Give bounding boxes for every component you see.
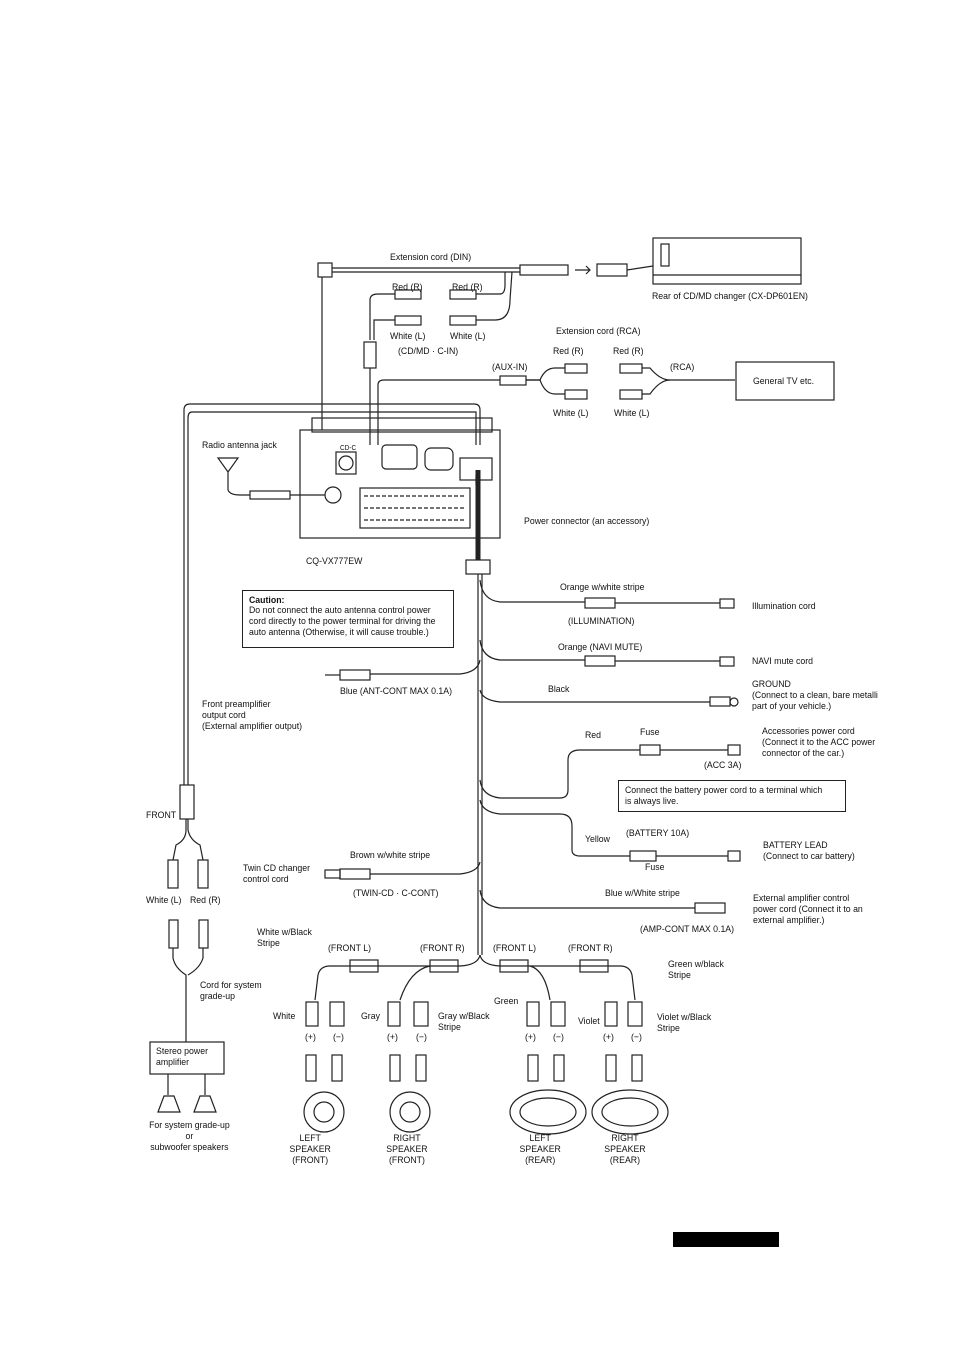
label-white-l: White (L) bbox=[146, 895, 182, 906]
label-illumination-cord: Illumination cord bbox=[752, 601, 816, 612]
label-acc-power: Accessories power cord (Connect it to th… bbox=[762, 726, 876, 759]
label-cdmd-cin: (CD/MD · C-IN) bbox=[398, 346, 459, 357]
label-white: White bbox=[273, 1011, 296, 1022]
label-acc-3a: (ACC 3A) bbox=[704, 760, 742, 771]
caution-title: Caution: bbox=[249, 595, 285, 606]
label-plus: (+) bbox=[387, 1032, 398, 1043]
label-front-l: (FRONT L) bbox=[493, 943, 537, 954]
label-minus: (−) bbox=[553, 1032, 564, 1043]
label-cord-grade-up: Cord for system grade-up bbox=[200, 980, 262, 1002]
label-twin-cd: Twin CD changer control cord bbox=[243, 863, 311, 885]
label-front-r: (FRONT R) bbox=[420, 943, 465, 954]
label-left-front: LEFT SPEAKER (FRONT) bbox=[289, 1133, 331, 1166]
label-gray-black-stripe: Gray w/Black Stripe bbox=[438, 1011, 490, 1033]
label-brown-white-stripe: Brown w/white stripe bbox=[350, 850, 431, 861]
label-navi-mute-cord: NAVI mute cord bbox=[752, 656, 814, 667]
label-twin-cd-ccont: (TWIN-CD · C-CONT) bbox=[353, 888, 439, 899]
label-rca: (RCA) bbox=[670, 362, 695, 373]
label-front-l: (FRONT L) bbox=[328, 943, 372, 954]
label-gray: Gray bbox=[361, 1011, 380, 1022]
label-red-r: Red (R) bbox=[613, 346, 644, 357]
cd-changer-unit bbox=[652, 237, 802, 285]
label-aux-in: (AUX-IN) bbox=[492, 362, 528, 373]
label-model: CQ-VX777EW bbox=[306, 556, 363, 567]
din-extension-cord bbox=[317, 262, 654, 430]
label-red-r: Red (R) bbox=[553, 346, 584, 357]
label-white-l: White (L) bbox=[450, 331, 486, 342]
label-ground: GROUND (Connect to a clean, bare metalli… bbox=[752, 679, 878, 712]
label-blue-ant-cont: Blue (ANT-CONT MAX 0.1A) bbox=[340, 686, 453, 697]
label-minus: (−) bbox=[416, 1032, 427, 1043]
label-white-l: White (L) bbox=[553, 408, 589, 419]
label-white-black-stripe: White w/Black Stripe bbox=[257, 927, 312, 949]
power-harness bbox=[324, 559, 741, 955]
head-unit bbox=[299, 417, 501, 560]
label-right-front: RIGHT SPEAKER (FRONT) bbox=[386, 1133, 428, 1166]
label-front: FRONT bbox=[146, 810, 177, 821]
label-ext-amp-ctrl: External amplifier control power cord (C… bbox=[753, 893, 863, 926]
label-minus: (−) bbox=[333, 1032, 344, 1043]
label-plus: (+) bbox=[305, 1032, 316, 1043]
label-green-black-stripe: Green w/black Stripe bbox=[668, 959, 724, 981]
radio-antenna bbox=[216, 457, 325, 500]
caution-body: Do not connect the auto antenna control … bbox=[249, 605, 436, 638]
label-extension-din: Extension cord (DIN) bbox=[390, 252, 472, 263]
battery-note-text: Connect the battery power cord to a term… bbox=[625, 785, 823, 807]
label-front-preamp: Front preamplifier output cord (External… bbox=[202, 699, 303, 732]
label-blue-white-stripe: Blue w/White stripe bbox=[605, 888, 680, 899]
label-plus: (+) bbox=[525, 1032, 536, 1043]
caution-box: Caution: Do not connect the auto antenna… bbox=[242, 590, 454, 648]
label-battery-lead: BATTERY LEAD (Connect to car battery) bbox=[763, 840, 855, 862]
label-cdc: CD-C bbox=[340, 445, 357, 452]
label-black: Black bbox=[548, 684, 570, 695]
label-general-tv: General TV etc. bbox=[753, 376, 815, 387]
label-left-rear: LEFT SPEAKER (REAR) bbox=[519, 1133, 561, 1166]
label-amp-cont: (AMP-CONT MAX 0.1A) bbox=[640, 924, 735, 935]
label-stereo-amp: Stereo power amplifier bbox=[156, 1046, 208, 1068]
label-yellow: Yellow bbox=[585, 834, 610, 845]
front-preamp-cord bbox=[149, 403, 481, 1113]
label-battery-10a: (BATTERY 10A) bbox=[626, 828, 690, 839]
label-orange-navi-mute: Orange (NAVI MUTE) bbox=[558, 642, 643, 653]
label-red: Red bbox=[585, 730, 602, 741]
label-plus: (+) bbox=[603, 1032, 614, 1043]
label-violet: Violet bbox=[578, 1016, 600, 1027]
label-red-r: Red (R) bbox=[392, 282, 423, 293]
aux-in-rca-cords bbox=[377, 361, 835, 445]
label-radio-antenna-jack: Radio antenna jack bbox=[202, 440, 277, 451]
label-right-rear: RIGHT SPEAKER (REAR) bbox=[604, 1133, 646, 1166]
label-red-r: Red (R) bbox=[452, 282, 483, 293]
label-illumination: (ILLUMINATION) bbox=[568, 616, 635, 627]
speaker-harness bbox=[303, 954, 669, 1135]
label-front-r: (FRONT R) bbox=[568, 943, 613, 954]
cdmd-rca-cords bbox=[363, 271, 513, 445]
label-subwoofer: For system grade-up or subwoofer speaker… bbox=[149, 1120, 230, 1153]
label-rear-changer: Rear of CD/MD changer (CX-DP601EN) bbox=[652, 291, 808, 302]
label-violet-black-stripe: Violet w/Black Stripe bbox=[657, 1012, 712, 1034]
label-green: Green bbox=[494, 996, 519, 1007]
label-fuse: Fuse bbox=[640, 727, 660, 738]
redaction-bar bbox=[673, 1232, 779, 1247]
label-red-r: Red (R) bbox=[190, 895, 221, 906]
label-white-l: White (L) bbox=[614, 408, 650, 419]
label-minus: (−) bbox=[631, 1032, 642, 1043]
label-extension-rca: Extension cord (RCA) bbox=[556, 326, 641, 337]
label-white-l: White (L) bbox=[390, 331, 426, 342]
battery-note-box: Connect the battery power cord to a term… bbox=[618, 780, 846, 812]
label-orange-white-stripe: Orange w/white stripe bbox=[560, 582, 645, 593]
label-fuse: Fuse bbox=[645, 862, 665, 873]
label-power-connector: Power connector (an accessory) bbox=[524, 516, 650, 527]
